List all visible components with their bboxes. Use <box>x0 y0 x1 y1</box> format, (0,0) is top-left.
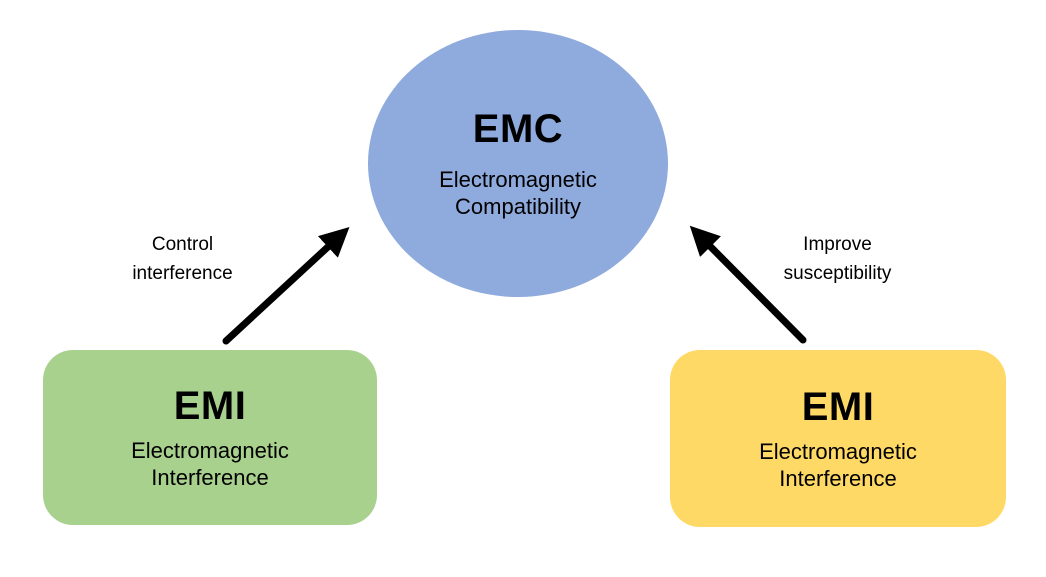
emi-right-title: EMI <box>801 384 875 429</box>
emi-left-node: EMI Electromagnetic Interference <box>43 350 377 525</box>
emi-right-subtitle: Electromagnetic Interference <box>759 438 917 492</box>
emc-title: EMC <box>472 106 564 151</box>
improve-susceptibility-label: Improve susceptibility <box>783 234 892 285</box>
emi-left-subtitle: Electromagnetic Interference <box>131 437 289 491</box>
emi-left-title: EMI <box>173 383 247 428</box>
emc-node: EMC Electromagnetic Compatibility <box>368 30 668 297</box>
emc-subtitle: Electromagnetic Compatibility <box>439 166 597 220</box>
control-interference-label: Control interference <box>132 234 233 285</box>
emi-right-node: EMI Electromagnetic Interference <box>670 350 1006 527</box>
